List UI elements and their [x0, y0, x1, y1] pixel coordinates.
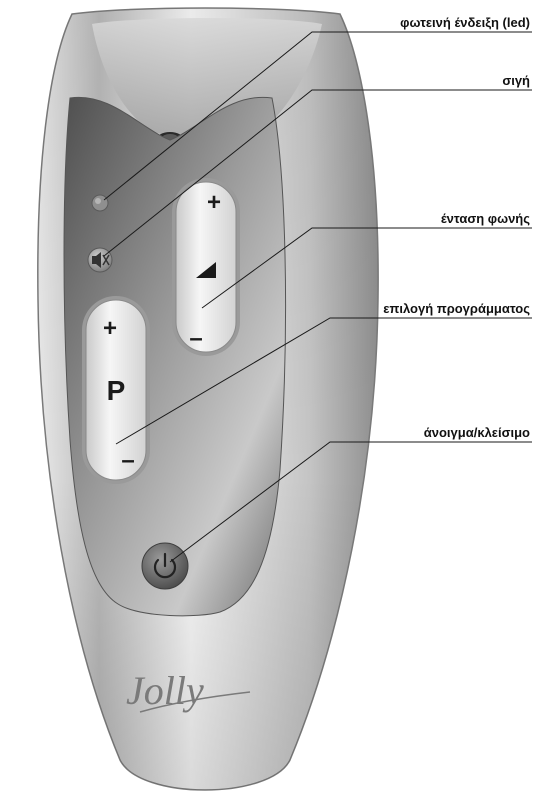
power-button[interactable]: [142, 543, 188, 589]
volume-minus-label: –: [189, 325, 202, 352]
callout-label-led: φωτεινή ένδειξη (led): [400, 15, 530, 30]
program-plus-label: +: [103, 315, 117, 342]
callout-label-mute: σιγή: [502, 73, 530, 88]
program-rocker[interactable]: + P –: [82, 296, 150, 484]
callout-label-volume: ένταση φωνής: [441, 211, 530, 226]
callout-label-program: επιλογή προγράμματος: [383, 301, 530, 316]
callout-label-power: άνοιγμα/κλείσιμο: [424, 425, 530, 440]
volume-rocker[interactable]: + –: [172, 178, 240, 356]
volume-plus-label: +: [207, 189, 221, 216]
mute-button[interactable]: [88, 248, 112, 272]
program-p-label: P: [107, 375, 126, 406]
program-minus-label: –: [121, 447, 134, 474]
